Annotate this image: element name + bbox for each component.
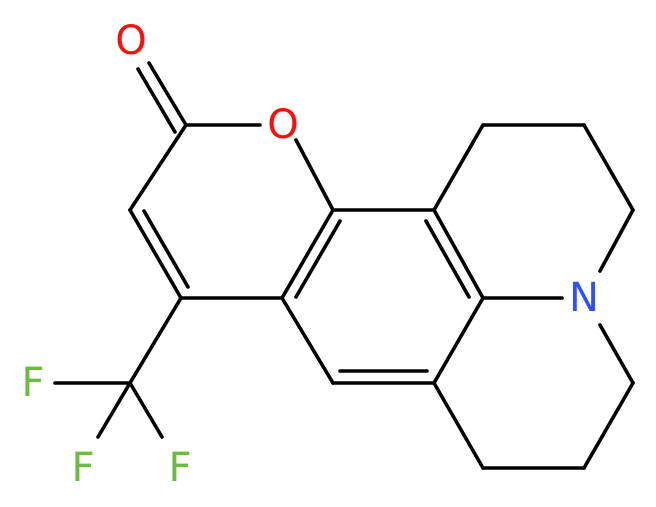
bond-cf3-f3 xyxy=(128,381,164,439)
bond-c9-ch2a xyxy=(432,123,485,212)
bond-ch2b-ch2c xyxy=(582,123,635,212)
atom-f-2: F xyxy=(71,445,94,491)
bond-carbonyl-2 xyxy=(136,67,177,134)
bond-o1-c8a xyxy=(294,138,335,212)
bond-n-ch2d xyxy=(598,323,635,385)
atom-o-ring: O xyxy=(267,102,298,148)
bond-c9-c10-inner xyxy=(424,219,471,299)
bonds xyxy=(53,61,635,470)
bond-carbonyl-1 xyxy=(147,61,188,127)
bond-c4-cf3 xyxy=(128,296,183,385)
atom-o-carbonyl: O xyxy=(115,18,146,64)
bond-c3-c4-inner xyxy=(142,209,190,289)
atom-labels: O O N F F F xyxy=(21,18,598,491)
bond-c4a-c8a-inner xyxy=(294,219,342,299)
bond-c4a-c8a xyxy=(280,208,335,300)
atom-f-3: F xyxy=(168,445,191,491)
bond-c2-c3 xyxy=(128,123,188,212)
bond-c3-c4 xyxy=(128,208,183,300)
bond-c9-c10 xyxy=(432,208,485,300)
atom-n: N xyxy=(569,275,599,321)
atom-f-1: F xyxy=(21,360,44,406)
bond-cf3-f2 xyxy=(96,381,132,439)
bond-ch2d-ch2e xyxy=(582,381,635,470)
bond-ch2c-n xyxy=(598,208,635,273)
bond-ch2f-c11 xyxy=(432,381,485,470)
bond-c10-c11 xyxy=(432,296,485,385)
bond-c12-c4a xyxy=(280,296,335,385)
